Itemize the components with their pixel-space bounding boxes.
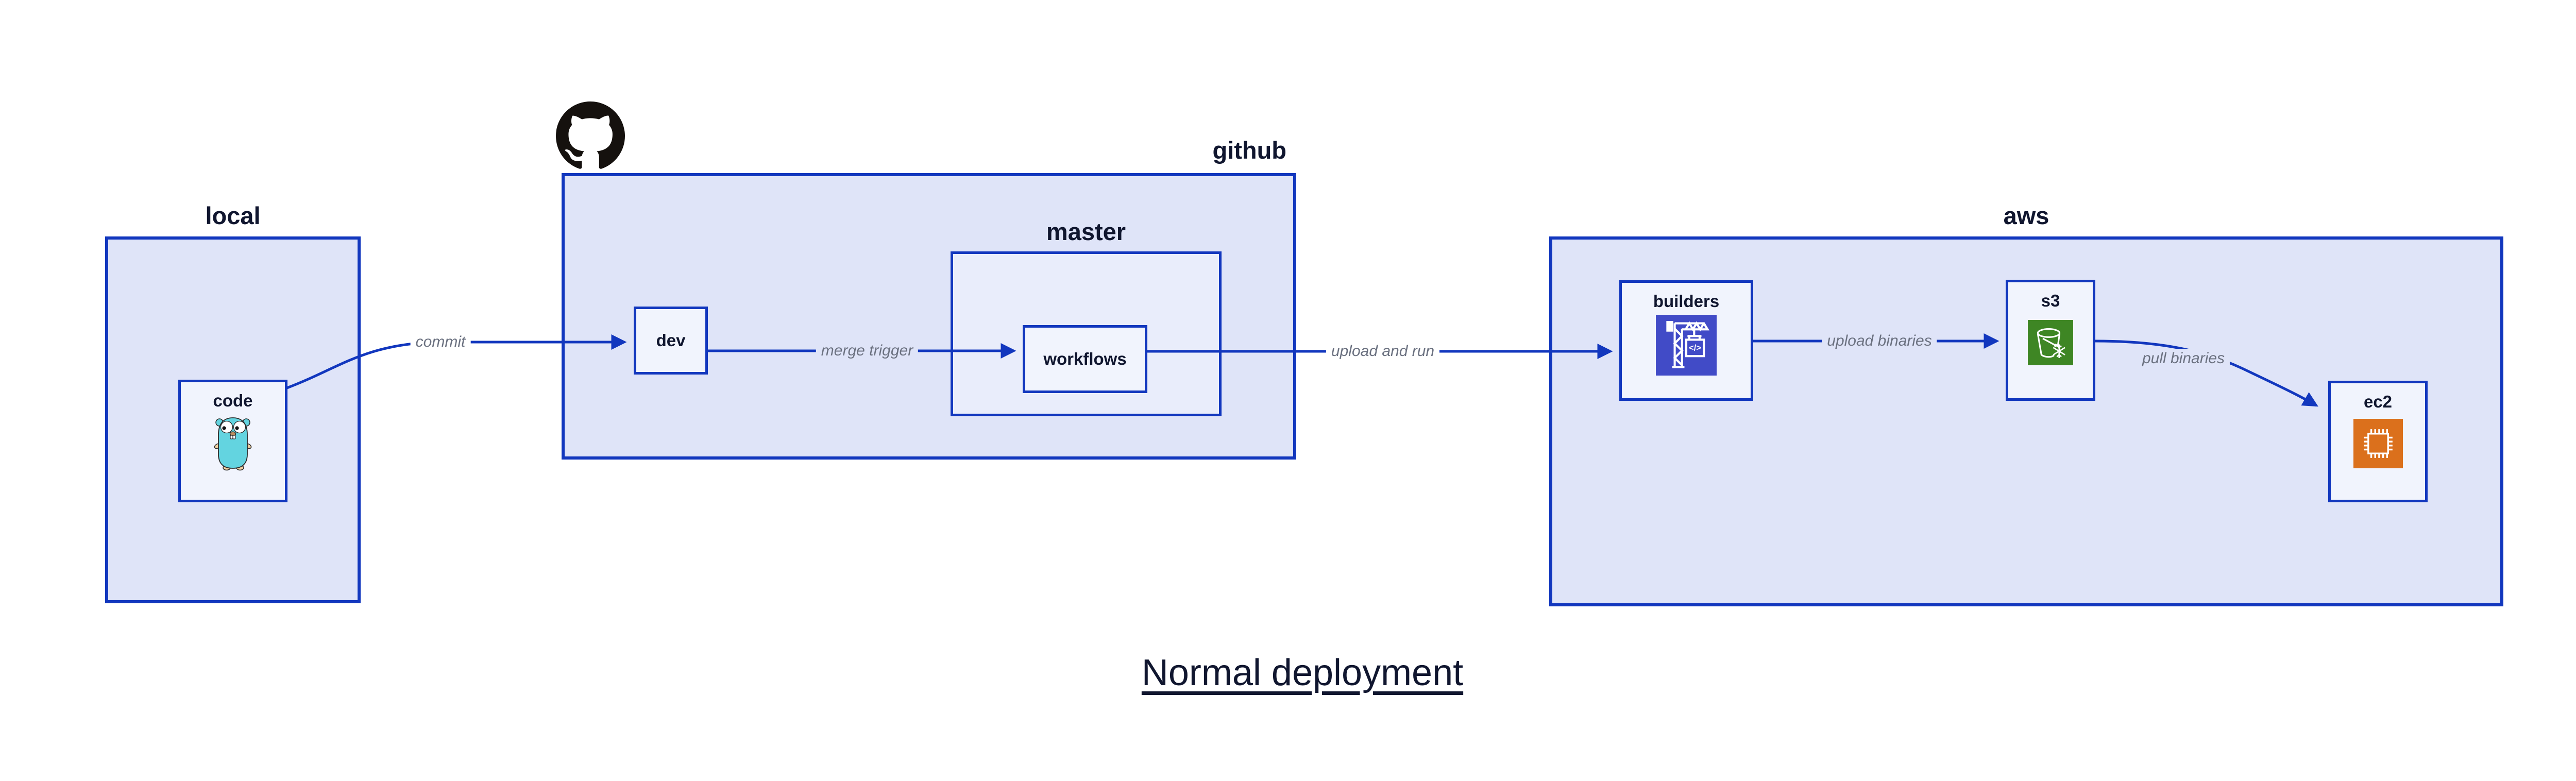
builders-crane-icon: </> <box>1656 315 1717 376</box>
node-ec2-label: ec2 <box>2363 392 2393 411</box>
node-dev-label: dev <box>656 331 686 350</box>
node-dev: dev <box>634 307 708 375</box>
builders-code-glyph: </> <box>1689 344 1701 353</box>
diagram-title: Normal deployment <box>1141 652 1464 693</box>
edge-label-merge-trigger: merge trigger <box>816 341 919 361</box>
edge-label-pull-binaries: pull binaries <box>2137 349 2230 368</box>
node-s3-label: s3 <box>2041 291 2060 310</box>
node-builders: builders </> <box>1619 280 1753 401</box>
edge-pull-binaries-line <box>2095 339 2318 407</box>
edge-label-upload-and-run: upload and run <box>1326 342 1440 361</box>
edge-label-upload-binaries: upload binaries <box>1822 331 1937 351</box>
s3-bucket-icon <box>2028 320 2073 365</box>
container-label-local: local <box>205 202 261 229</box>
node-code: code <box>178 380 287 502</box>
edge-label-commit: commit <box>410 332 471 352</box>
github-logo-icon <box>556 101 625 169</box>
node-workflows-label: workflows <box>1043 349 1127 368</box>
ec2-chip-icon <box>2353 419 2403 468</box>
node-s3: s3 <box>2006 280 2095 401</box>
container-label-aws: aws <box>2003 202 2049 229</box>
container-label-github: github <box>1212 137 1286 164</box>
node-workflows: workflows <box>1023 325 1147 393</box>
node-code-label: code <box>213 391 253 410</box>
go-gopher-icon <box>214 417 252 471</box>
container-label-master: master <box>1046 218 1126 245</box>
node-ec2: ec2 <box>2328 381 2428 502</box>
node-builders-label: builders <box>1653 292 1720 311</box>
